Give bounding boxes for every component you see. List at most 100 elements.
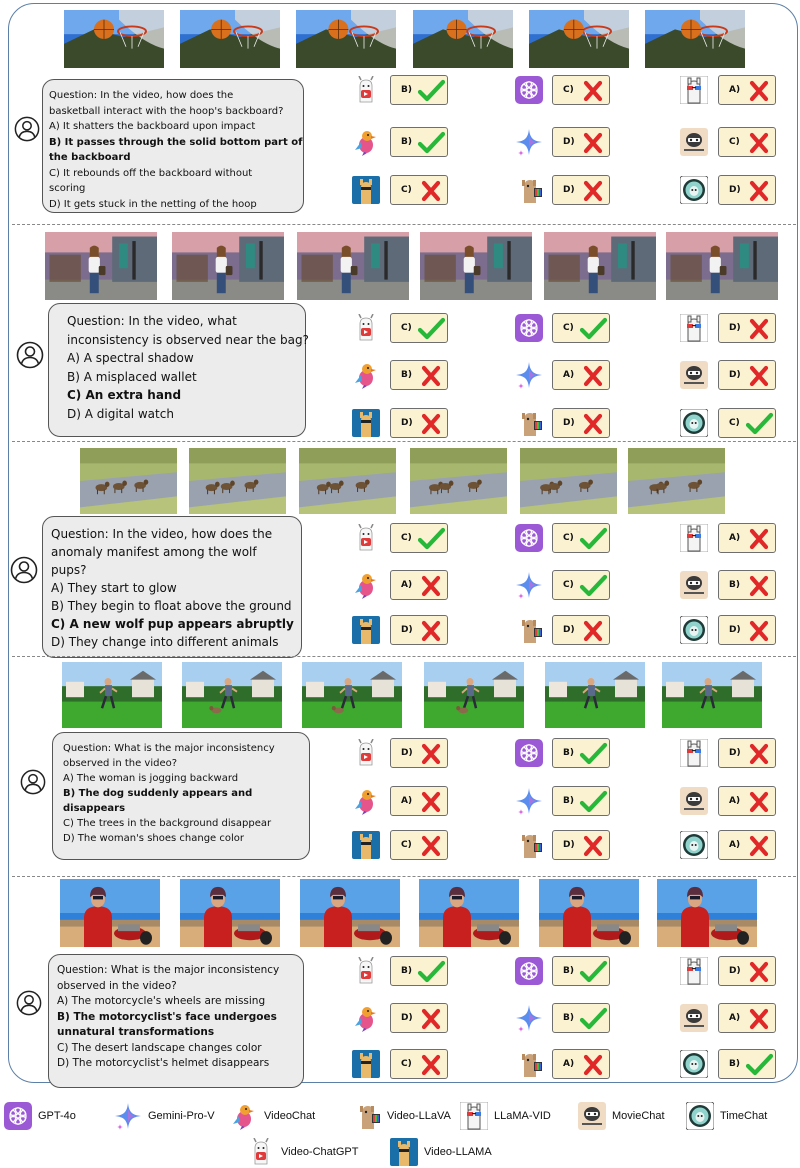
gemini-logo-icon — [515, 361, 543, 389]
answer-letter: D) — [401, 1013, 413, 1023]
answer-letter: C) — [401, 323, 412, 333]
question-line: D) It gets stuck in the netting of the h… — [49, 198, 257, 210]
video-frame — [297, 232, 409, 300]
panel-separator — [12, 224, 796, 225]
person-icon — [10, 556, 38, 584]
answer-box: D) — [718, 313, 776, 343]
videochat-logo-icon — [352, 361, 380, 389]
videollava-icon — [522, 620, 542, 643]
answer-letter: A) — [401, 580, 413, 590]
cross-mark-icon — [421, 1008, 441, 1030]
timechat-icon — [680, 831, 708, 859]
moviechat-logo-icon — [680, 787, 708, 815]
legend-label: Video-LLAMA — [424, 1146, 492, 1158]
cross-mark-icon — [583, 80, 603, 102]
timechat-logo-icon — [680, 409, 708, 437]
timechat-legend-icon — [686, 1102, 714, 1130]
answer-box: B) — [390, 360, 448, 390]
cross-mark-icon — [421, 1054, 441, 1076]
answer-box: B) — [552, 786, 610, 816]
llamavid-logo-icon — [680, 314, 708, 342]
answer-letter: A) — [401, 796, 413, 806]
frame-image — [420, 232, 532, 300]
cross-mark-icon — [583, 365, 603, 387]
cross-mark-icon — [749, 743, 769, 765]
timechat-icon — [680, 1050, 708, 1078]
answer-box: D) — [718, 175, 776, 205]
answer-letter: A) — [729, 533, 741, 543]
frame-image — [424, 662, 524, 728]
llamavid-icon — [680, 314, 708, 342]
video-frame — [180, 10, 280, 68]
timechat-icon — [680, 616, 708, 644]
legend-item-timechat: TimeChat — [686, 1102, 767, 1132]
answer-box: D) — [552, 127, 610, 157]
frame-image — [662, 662, 762, 728]
person-icon — [16, 341, 44, 369]
question-line: A) The motorcycle's wheels are missing — [57, 995, 266, 1007]
frame-image — [628, 448, 725, 514]
answer-letter: C) — [401, 1059, 412, 1069]
answer-box: D) — [552, 615, 610, 645]
question-line: C) A new wolf pup appears abruptly — [51, 617, 294, 631]
question-line: A) It shatters the backboard upon impact — [49, 121, 256, 132]
video-frame — [645, 10, 745, 68]
person-icon — [16, 990, 42, 1016]
gemini-icon — [516, 788, 542, 815]
gemini-logo-icon — [515, 1004, 543, 1032]
timechat-icon — [680, 409, 708, 437]
videochatgpt-logo-icon — [352, 524, 380, 552]
question-line: B) The motorcyclist's face undergoes — [57, 1010, 277, 1023]
panel-separator — [12, 441, 796, 442]
videollama-logo-icon — [352, 616, 380, 644]
frame-image — [189, 448, 286, 514]
cross-mark-icon — [749, 961, 769, 983]
answer-box: D) — [552, 830, 610, 860]
frame-image — [419, 879, 519, 947]
check-mark-icon — [417, 79, 445, 102]
answer-letter: A) — [729, 1013, 741, 1023]
moviechat-icon — [680, 361, 708, 389]
answer-letter: C) — [563, 533, 574, 543]
cross-mark-icon — [749, 791, 769, 813]
cross-mark-icon — [583, 180, 603, 202]
video-frame — [64, 10, 164, 68]
answer-letter: A) — [729, 796, 741, 806]
answer-letter: B) — [563, 1013, 574, 1023]
moviechat-icon — [680, 1004, 708, 1032]
gpt4o-icon — [515, 524, 543, 552]
cross-mark-icon — [421, 365, 441, 387]
answer-letter: A) — [729, 85, 741, 95]
check-mark-icon — [745, 412, 773, 435]
question-line: scoring — [49, 183, 86, 194]
answer-letter: B) — [729, 1059, 740, 1069]
videollava-icon — [522, 180, 542, 203]
answer-box: B) — [718, 1049, 776, 1079]
cross-mark-icon — [749, 80, 769, 102]
legend-item-videollava: Video-LLaVA — [353, 1102, 451, 1132]
answer-letter: B) — [401, 85, 412, 95]
videochat-legend-icon — [230, 1102, 258, 1130]
answer-letter: A) — [729, 840, 741, 850]
check-mark-icon — [417, 960, 445, 983]
question-line: A) The woman is jogging backward — [63, 773, 239, 784]
figure-border — [8, 3, 798, 1083]
gemini-icon — [516, 572, 542, 599]
videochatgpt-logo-icon — [352, 957, 380, 985]
answer-letter: D) — [563, 185, 575, 195]
answer-letter: D) — [563, 418, 575, 428]
video-frame — [180, 879, 280, 947]
videochatgpt-legend-icon — [247, 1138, 275, 1166]
gpt4o-icon — [515, 76, 543, 104]
gemini-icon — [516, 362, 542, 389]
timechat-logo-icon — [680, 831, 708, 859]
videollama-icon — [352, 176, 380, 204]
video-frame — [628, 448, 725, 514]
legend-item-videollama: Video-LLAMA — [390, 1138, 492, 1168]
videollava-logo-icon — [515, 1050, 543, 1078]
answer-box: A) — [718, 786, 776, 816]
frame-image — [45, 232, 157, 300]
frame-image — [299, 448, 396, 514]
videochat-icon — [355, 364, 376, 389]
frame-image — [296, 10, 396, 68]
